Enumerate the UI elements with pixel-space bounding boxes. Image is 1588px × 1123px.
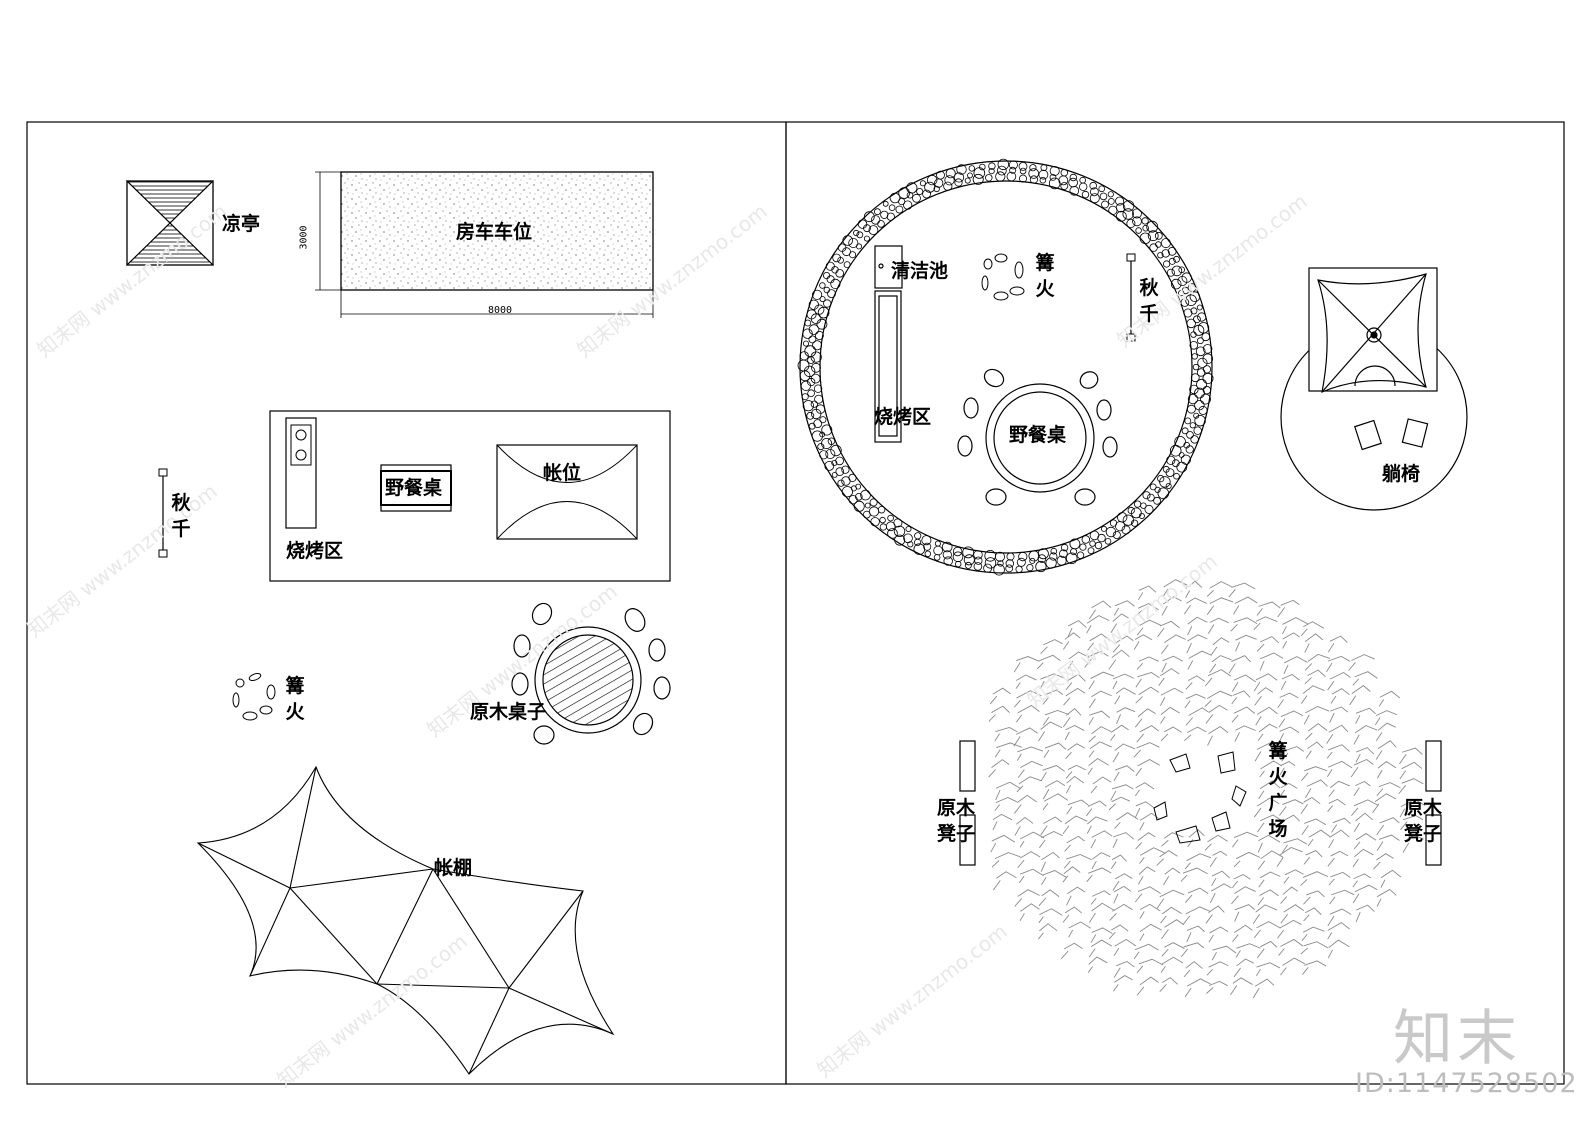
lounge-area-symbol (1280, 267, 1468, 511)
brand-watermark-logo: 知末 (1393, 1004, 1521, 1074)
pavilion-label: 凉亭 (222, 213, 261, 235)
picnic-table-label: 野餐桌 (385, 477, 443, 499)
swing-label-left: 秋千 (171, 492, 191, 540)
rv-height-dimension: 3000 (298, 225, 310, 250)
lounge-chair-label: 躺椅 (1382, 463, 1421, 485)
picnic-table-round (957, 368, 1118, 506)
log-table-label: 原木桌子 (470, 701, 547, 723)
bonfire-symbol-left (232, 673, 276, 721)
log-stool-label-right: 原木凳子 (1404, 797, 1443, 845)
cleaning-basin-label: 清洁池 (891, 260, 949, 282)
bonfire-label-right: 篝火 (1035, 252, 1055, 300)
canopy-label: 帐棚 (434, 857, 473, 879)
swing-label-right: 秋千 (1139, 277, 1159, 325)
bbq-area-label-right: 烧烤区 (874, 406, 932, 428)
log-stool-label-left: 原木凳子 (937, 797, 976, 845)
rv-spot-label: 房车车位 (456, 221, 533, 243)
rv-parking-spot (315, 171, 654, 318)
log-stool-left (959, 740, 976, 866)
swing-symbol-left (158, 468, 168, 558)
picnic-table-label-right: 野餐桌 (1009, 424, 1067, 446)
tent-spot-label: 帐位 (543, 462, 582, 484)
log-table-symbol (511, 602, 671, 745)
bonfire-label-left: 篝火 (285, 675, 305, 723)
bonfire-symbol-right (981, 253, 1025, 301)
swing-symbol-right (1126, 253, 1136, 342)
right-panel-frame (785, 121, 1565, 1085)
plaza-bonfire-stones (1153, 751, 1247, 844)
canopy-tent-symbol (196, 765, 615, 1075)
cleaning-basin-and-grill (874, 245, 903, 443)
bonfire-plaza-label: 篝火广场 (1268, 740, 1288, 840)
log-stool-right (1425, 740, 1442, 866)
camp-zone-enclosure (269, 410, 671, 582)
brand-watermark-id: ID:1147528502 (1355, 1068, 1578, 1099)
pavilion-symbol (125, 180, 215, 266)
bonfire-plaza-paving (988, 579, 1426, 999)
bbq-area-label: 烧烤区 (286, 540, 344, 562)
rv-width-dimension: 8000 (488, 305, 513, 316)
cobblestone-circle-area (797, 158, 1214, 576)
